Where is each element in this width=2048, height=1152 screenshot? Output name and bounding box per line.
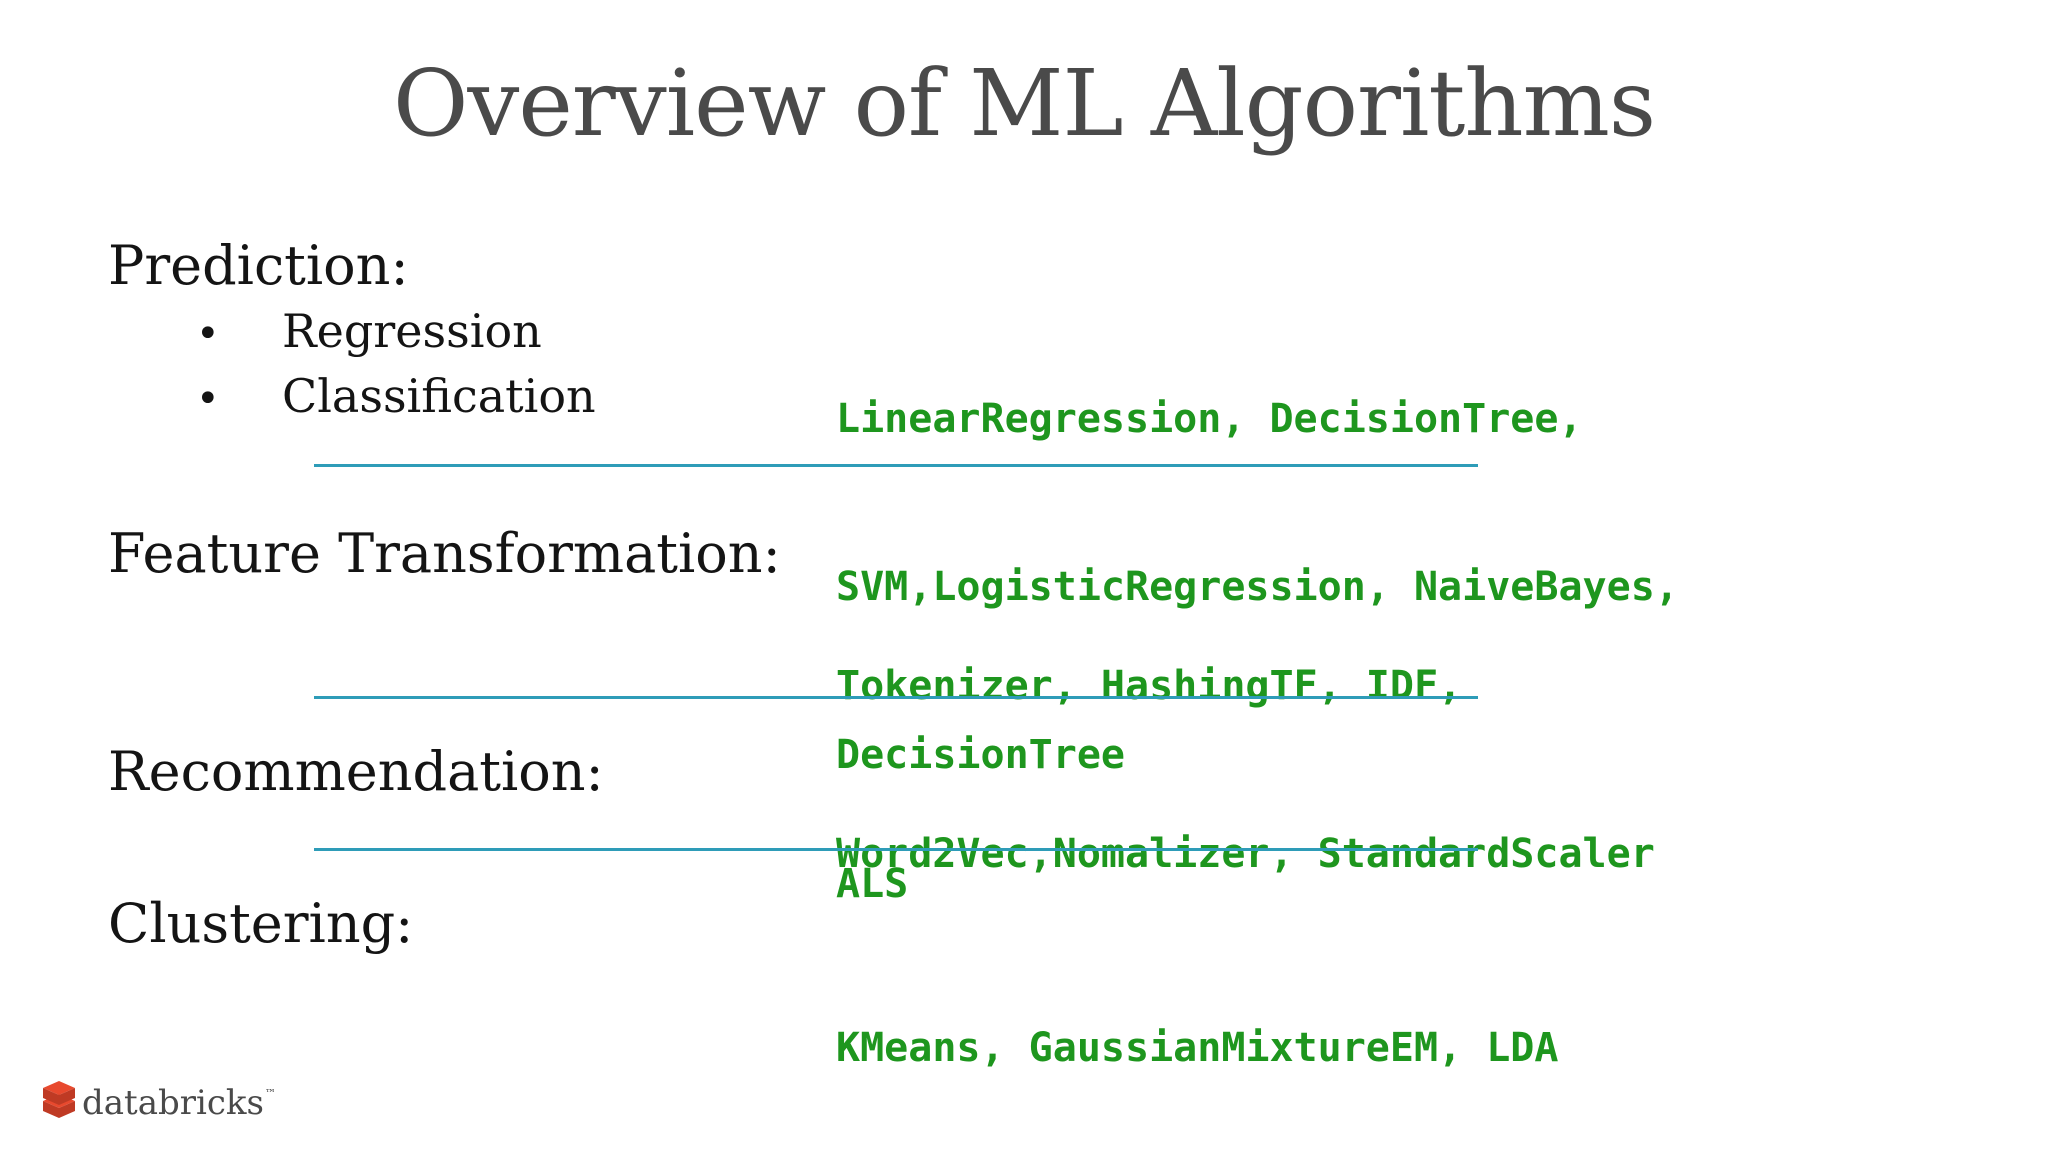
bullet-dot-icon: • [196, 376, 220, 422]
trademark-symbol: ™ [264, 1087, 276, 1100]
code-list-clustering: KMeans, GaussianMixtureEM, LDA [836, 908, 1558, 1152]
code-line: KMeans, GaussianMixtureEM, LDA [836, 1025, 1559, 1071]
code-line: DecisionTree [836, 732, 1125, 778]
databricks-wordmark: databricks™ [82, 1083, 276, 1123]
code-line: Tokenizer, HashingTF, IDF, [836, 663, 1463, 709]
databricks-logo: databricks™ [42, 1080, 276, 1123]
code-list-feature-transformation: Tokenizer, HashingTF, IDF, Word2Vec,Noma… [836, 546, 1655, 994]
bullet-label: Regression [282, 304, 542, 358]
code-list-recommendation: ALS [836, 744, 932, 1024]
code-line: LinearRegression, DecisionTree, [836, 396, 1583, 442]
section-divider [314, 848, 1478, 851]
bullet-item-classification: • Classification [196, 365, 596, 430]
section-label-feature-transformation: Feature Transformation: [108, 522, 781, 585]
code-line: ALS [836, 861, 909, 907]
slide-title: Overview of ML Algorithms [392, 50, 1656, 157]
brand-name: databricks [82, 1083, 264, 1123]
section-divider [314, 696, 1478, 699]
bullet-label: Classification [282, 369, 596, 423]
code-line: SVM,LogisticRegression, NaiveBayes, [836, 564, 1679, 610]
section-label-prediction: Prediction: [108, 234, 409, 297]
section-label-clustering: Clustering: [108, 892, 414, 955]
section-divider [314, 464, 1478, 467]
databricks-bricks-icon [43, 1081, 75, 1118]
prediction-bullet-list: • Regression • Classification [196, 300, 596, 430]
bullet-item-regression: • Regression [196, 300, 596, 365]
code-line: Word2Vec,Nomalizer, StandardScaler [836, 831, 1655, 877]
bullet-dot-icon: • [196, 311, 220, 357]
code-list-prediction: LinearRegression, DecisionTree, SVM,Logi… [836, 279, 1679, 895]
section-label-recommendation: Recommendation: [108, 740, 604, 803]
